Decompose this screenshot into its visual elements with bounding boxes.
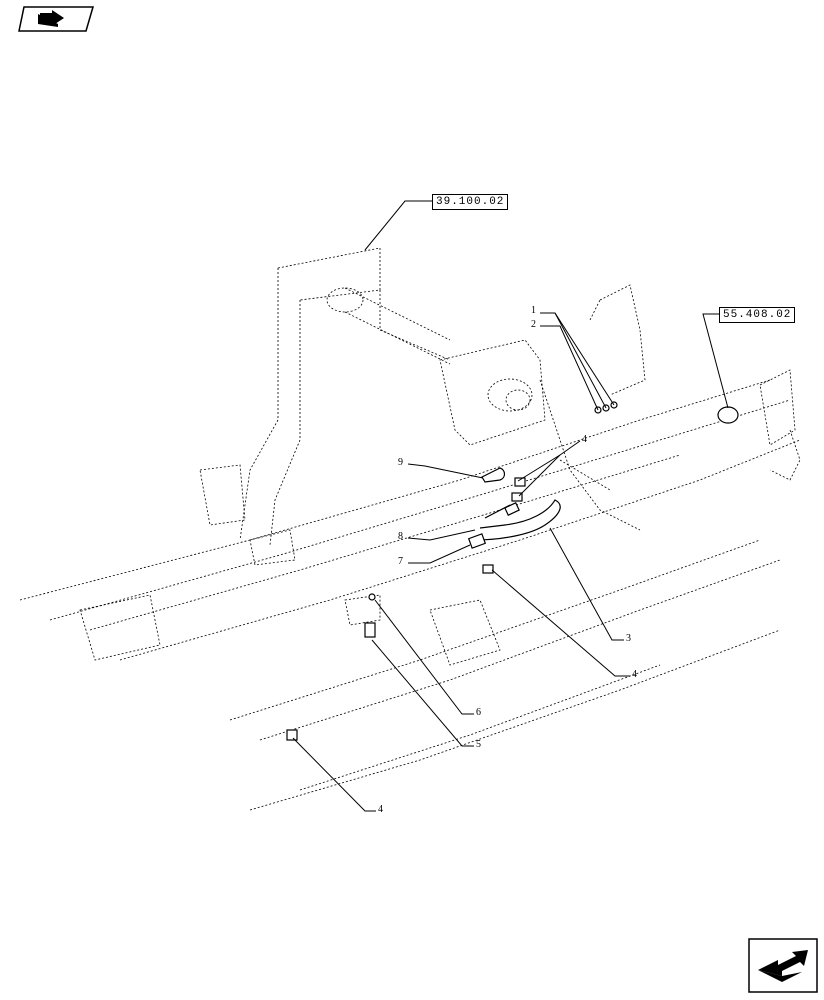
callout-2: 2 bbox=[531, 319, 536, 330]
callout-9: 9 bbox=[398, 457, 403, 468]
reference-link-55-408-02[interactable]: 55.408.02 bbox=[719, 307, 796, 323]
callout-7: 7 bbox=[398, 556, 403, 567]
callout-6: 6 bbox=[476, 707, 481, 718]
callout-8: 8 bbox=[398, 531, 403, 542]
callout-5: 5 bbox=[476, 739, 481, 750]
callout-4-right: 4 bbox=[632, 669, 637, 680]
callout-3: 3 bbox=[626, 633, 631, 644]
callout-4-upper: 4 bbox=[582, 434, 587, 445]
reference-link-39-100-02[interactable]: 39.100.02 bbox=[432, 194, 509, 210]
callout-4-lower: 4 bbox=[378, 804, 383, 815]
callout-1: 1 bbox=[531, 305, 536, 316]
next-page-arrow-icon[interactable] bbox=[748, 938, 818, 993]
book-arrow-icon[interactable] bbox=[18, 6, 94, 32]
